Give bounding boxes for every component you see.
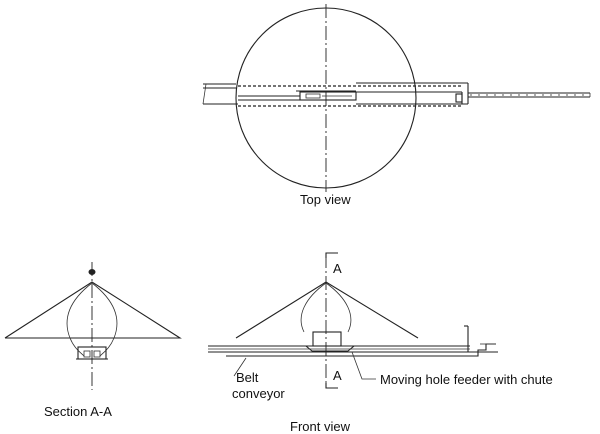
- section-top-marker: [88, 269, 96, 275]
- front-view-label: Front view: [290, 419, 351, 434]
- front-pile-outline: [235, 281, 419, 339]
- front-flow-curve-right: [325, 282, 352, 333]
- section-flow-curve-right: [91, 282, 118, 357]
- front-flow-curve-left: [300, 282, 327, 333]
- tail-structure: [464, 325, 498, 357]
- section-marker-top: A: [333, 261, 342, 276]
- conveyor-right-segment: [356, 82, 469, 105]
- feeder-block-front: [304, 331, 356, 352]
- feeder-carriage-top: [299, 91, 357, 101]
- feeder-leader: [351, 351, 376, 380]
- belt-conveyor-label-line1: Belt: [236, 370, 259, 385]
- front-view: A A Belt conveyo: [208, 252, 553, 434]
- section-flow-curve-left: [66, 282, 93, 357]
- conveyor-dashed-segment: [238, 85, 462, 107]
- belt-conveyor-label-line2: conveyor: [232, 386, 285, 401]
- top-view-label: Top view: [300, 192, 351, 207]
- section-cut-marker: [325, 252, 338, 389]
- conveyor-left-segment: [202, 83, 238, 105]
- belt-conveyor-leader: [233, 357, 247, 377]
- rail-extension: [468, 92, 591, 98]
- section-aa-label: Section A-A: [44, 404, 112, 419]
- feeder-label: Moving hole feeder with chute: [380, 372, 553, 387]
- section-marker-bottom: A: [333, 368, 342, 383]
- belt-conveyor-front: [208, 345, 470, 357]
- section-pile-outline: [4, 281, 182, 339]
- top-view: Top view: [202, 4, 591, 207]
- section-aa-view: Section A-A: [4, 262, 182, 419]
- section-tunnel: [76, 346, 108, 360]
